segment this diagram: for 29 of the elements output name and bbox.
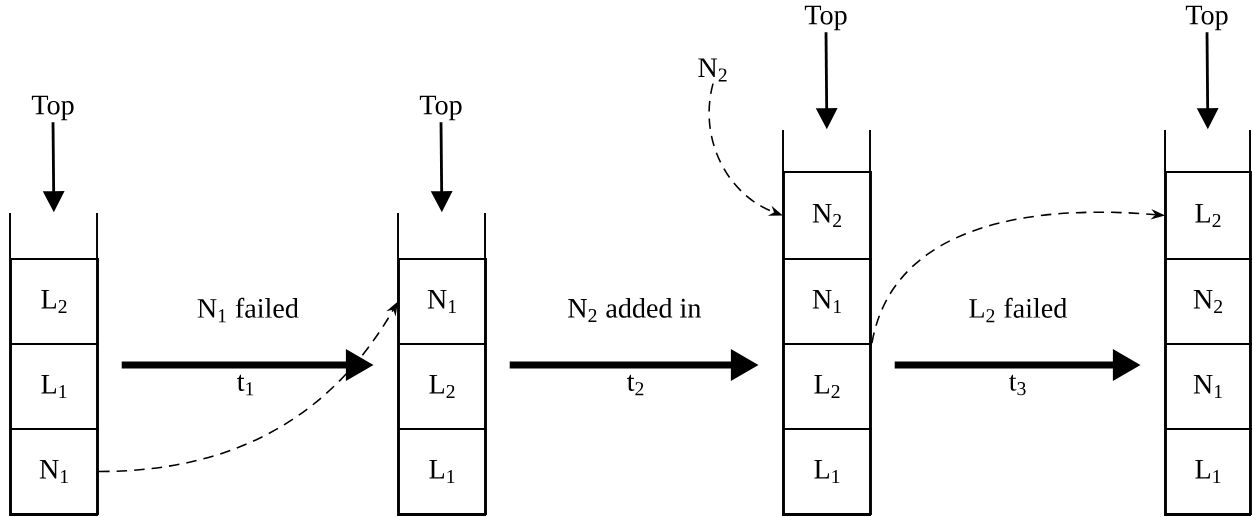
stack-cell: L$_{1}$ [10, 343, 99, 430]
stack-cell: N$_{2}$ [1165, 258, 1252, 345]
top-label: Top [31, 95, 74, 121]
stack-cell: N$_{1}$ [783, 258, 872, 345]
stack-cell: N$_{1}$ [10, 428, 99, 515]
stack-cell: L$_{2}$ [783, 343, 872, 430]
stack-cell: L$_{1}$ [783, 428, 872, 515]
stack-cell: L$_{2}$ [398, 343, 487, 430]
node-label: N$_{2}$ [698, 58, 727, 82]
stack-cell: L$_{1}$ [398, 428, 487, 515]
stack-cell: N$_{1}$ [398, 258, 487, 345]
stack-cell: N$_{1}$ [1165, 343, 1252, 430]
stack-cell: L$_{2}$ [1165, 171, 1252, 260]
stack-cell: L$_{2}$ [10, 258, 99, 345]
time-label: t$_{3}$ [1009, 374, 1026, 396]
time-label: t$_{2}$ [627, 374, 644, 396]
edge-label: L$_{2}$ failed [969, 297, 1067, 323]
time-label: t$_{1}$ [237, 374, 254, 396]
top-label: Top [419, 95, 462, 121]
edge-label: N$_{1}$ failed [197, 297, 299, 323]
edge-label: N$_{2}$ added in [568, 297, 701, 322]
top-label: Top [1185, 5, 1228, 31]
stack-tube [782, 129, 871, 516]
stack-tube [397, 212, 486, 516]
stack-cell: N$_{2}$ [783, 171, 872, 260]
stack-tube [9, 212, 98, 516]
stack-tube [1164, 129, 1251, 516]
top-label: Top [804, 5, 847, 31]
stack-cell: L$_{1}$ [1165, 428, 1252, 515]
